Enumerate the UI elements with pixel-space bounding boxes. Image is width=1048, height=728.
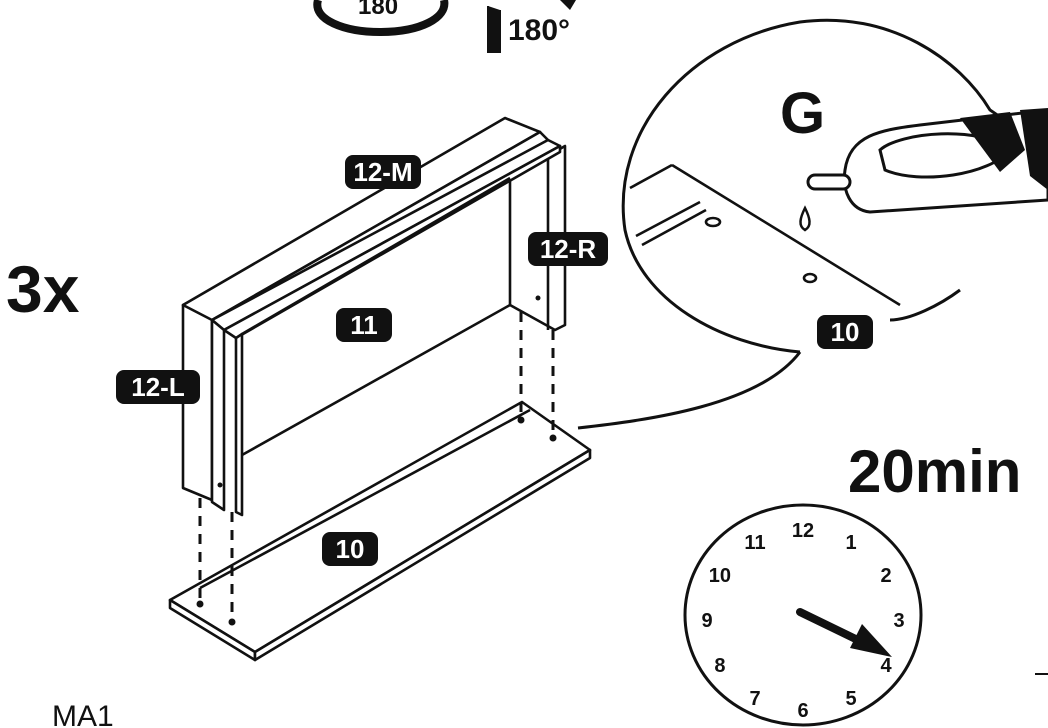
clock-numeral: 10 — [709, 565, 731, 587]
quantity-label: 3x — [6, 252, 80, 326]
base-board — [168, 400, 592, 662]
part-label-top-rail-text: 12-M — [353, 157, 412, 187]
part-label-panel: 11 — [336, 308, 392, 342]
dowel-guides — [198, 312, 555, 620]
glue-bottle-icon — [806, 108, 1048, 214]
top-rail — [181, 116, 550, 330]
panel — [210, 138, 562, 517]
part-label-right-post: 12-R — [528, 232, 608, 266]
clock-numeral: 8 — [714, 655, 725, 677]
clock-numeral: 11 — [744, 532, 765, 554]
part-label-top-rail: 12-M — [345, 155, 421, 189]
part-label-right-post-text: 12-R — [540, 234, 597, 264]
drying-time-label: 20min — [848, 438, 1021, 505]
part-label-left-post-text: 12-L — [131, 372, 185, 402]
clock-numeral: 2 — [881, 565, 892, 587]
clock-numeral: 6 — [797, 700, 808, 722]
clock-numeral: 3 — [893, 610, 904, 632]
part-label-base-text: 10 — [336, 534, 365, 564]
rotation-angle-label: 180° — [508, 14, 570, 47]
clock-numeral: 5 — [845, 688, 856, 710]
clock-numeral: 7 — [749, 688, 760, 710]
part-label-base: 10 — [322, 532, 378, 566]
glue-detail-callout — [577, 18, 1048, 430]
step-code: MA1 — [52, 700, 114, 728]
part-label-detail-base-text: 10 — [831, 317, 860, 347]
assembly-drawing — [168, 116, 592, 662]
glue-label: G — [780, 81, 825, 146]
clock-numeral: 9 — [701, 610, 712, 632]
rotate-icon — [313, 0, 576, 53]
clock-numeral: 4 — [881, 655, 893, 677]
clock-hand-icon — [796, 608, 892, 657]
dowel-holes — [196, 295, 557, 626]
part-label-panel-text: 11 — [350, 310, 378, 340]
clock-numeral: 12 — [792, 520, 814, 542]
part-label-left-post: 12-L — [116, 370, 200, 404]
part-label-detail-base: 10 — [817, 315, 873, 349]
glue-drop-icon — [799, 205, 811, 232]
rotation-badge-text: 180 — [358, 0, 398, 20]
clock-numeral: 1 — [845, 532, 856, 554]
